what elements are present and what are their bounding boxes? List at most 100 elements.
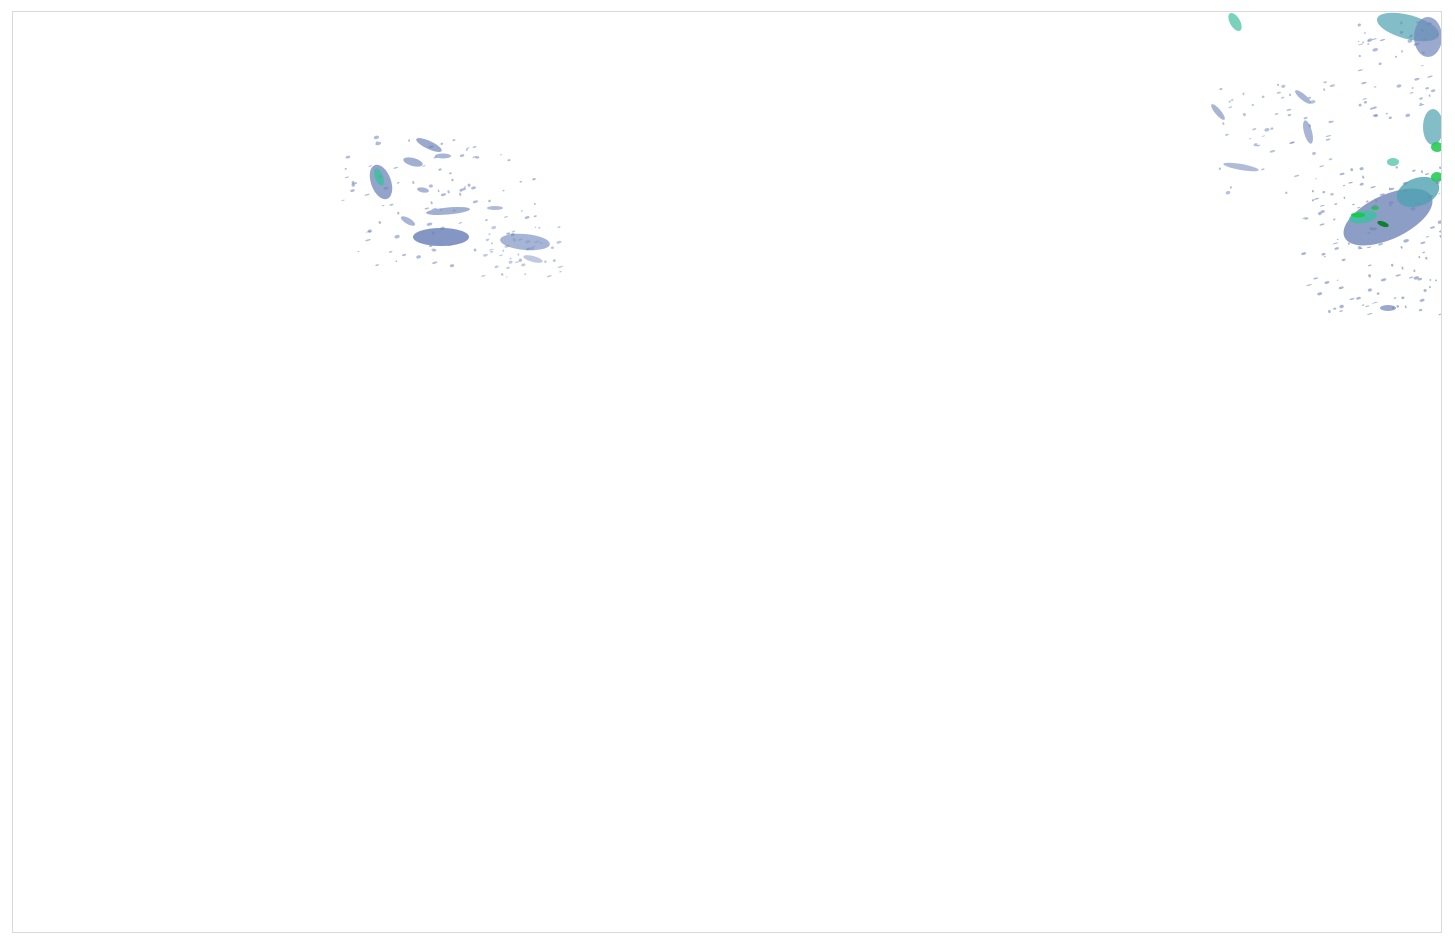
radar-echo-speck xyxy=(1379,38,1386,42)
radar-echo-band xyxy=(1228,12,1242,32)
radar-echo-speck xyxy=(373,135,380,140)
radar-echo-speck xyxy=(1242,92,1245,96)
radar-echo-speck xyxy=(1325,138,1331,141)
radar-echo-speck xyxy=(1329,84,1335,87)
radar-echo-speck xyxy=(1281,96,1285,99)
radar-echo-speck xyxy=(1228,100,1231,103)
radar-echo-speck xyxy=(1365,305,1370,308)
radar-echo-speck xyxy=(521,263,526,267)
radar-echo-speck xyxy=(1252,128,1257,131)
radar-echo-speck xyxy=(499,254,504,257)
radar-echo-speck xyxy=(412,180,415,185)
radar-echo-speck xyxy=(1222,122,1225,125)
radar-echo-speck xyxy=(531,245,537,248)
radar-echo-speck xyxy=(1367,288,1372,292)
radar-echo-speck xyxy=(1414,77,1420,81)
radar-echo-speck xyxy=(1261,95,1265,98)
radar-echo-speck xyxy=(473,248,477,252)
radar-echo-speck xyxy=(431,207,437,210)
radar-echo-speck xyxy=(1293,174,1300,177)
radar-echo-speck xyxy=(345,155,351,159)
radar-echo-speck xyxy=(1352,203,1355,206)
radar-echo-speck xyxy=(1328,120,1334,124)
radar-echo-speck xyxy=(1356,206,1361,209)
radar-echo-speck xyxy=(466,147,470,149)
radar-echo-speck xyxy=(1422,51,1426,54)
radar-echo-speck xyxy=(1359,167,1364,171)
radar-echo-band xyxy=(413,228,469,246)
radar-echo-speck xyxy=(1373,86,1377,88)
radar-echo-speck xyxy=(396,182,400,184)
radar-echo-speck xyxy=(1419,298,1425,302)
radar-echo-speck xyxy=(1429,226,1436,229)
radar-echo-speck xyxy=(1380,278,1387,282)
radar-echo-speck xyxy=(491,226,497,230)
radar-echo-speck xyxy=(550,246,554,250)
radar-echo-speck xyxy=(1421,170,1423,174)
radar-echo-speck xyxy=(1301,252,1307,256)
radar-echo-speck xyxy=(1439,234,1441,238)
radar-echo-speck xyxy=(1390,263,1394,267)
radar-echo-speck xyxy=(1374,199,1378,202)
radar-echo-speck xyxy=(520,210,523,212)
radar-echo-speck xyxy=(1311,190,1314,193)
radar-echo-speck xyxy=(472,146,477,148)
radar-echo-speck xyxy=(459,192,462,196)
radar-echo-speck xyxy=(1334,247,1339,250)
radar-echo-speck xyxy=(505,276,508,278)
radar-echo-speck xyxy=(1336,238,1339,241)
radar-echo-speck xyxy=(1409,92,1414,94)
radar-echo-speck xyxy=(1425,256,1428,260)
radar-echo-speck xyxy=(472,156,478,158)
radar-echo-speck xyxy=(491,242,493,245)
radar-echo-speck xyxy=(1367,264,1372,267)
radar-echo-speck xyxy=(1274,113,1279,115)
radar-echo-speck xyxy=(1430,89,1436,93)
radar-echo-speck xyxy=(1319,165,1325,168)
radar-echo-speck xyxy=(1219,87,1223,91)
radar-echo-band xyxy=(487,206,503,210)
radar-echo-band xyxy=(1423,109,1441,145)
radar-echo-speck xyxy=(1404,305,1407,309)
radar-echo-speck xyxy=(1357,69,1363,72)
radar-echo-speck xyxy=(1427,75,1433,78)
radar-echo-speck xyxy=(530,247,534,251)
radar-echo-speck xyxy=(1388,201,1394,205)
radar-echo-speck xyxy=(1428,286,1431,289)
radar-echo-speck xyxy=(510,232,515,237)
radar-echo-speck xyxy=(433,156,438,159)
radar-echo-speck xyxy=(1253,143,1258,147)
radar-echo-speck xyxy=(1359,182,1364,186)
radar-map-frame[interactable] xyxy=(12,11,1442,933)
radar-echo-speck xyxy=(449,264,455,268)
radar-echo-speck xyxy=(519,180,522,183)
radar-echo-speck xyxy=(538,226,541,229)
radar-echo-speck xyxy=(1429,279,1432,281)
radar-echo-speck xyxy=(503,216,508,218)
radar-echo-speck xyxy=(488,199,491,203)
radar-echo-speck xyxy=(440,142,444,145)
radar-echo-speck xyxy=(1401,296,1405,300)
radar-map[interactable] xyxy=(13,12,1442,933)
radar-echo-speck xyxy=(1372,204,1378,208)
radar-echo-speck xyxy=(1401,50,1403,53)
radar-echo-speck xyxy=(1358,54,1361,58)
radar-echo-speck xyxy=(518,258,522,262)
radar-echo-speck xyxy=(1418,255,1421,259)
radar-echo-speck xyxy=(452,139,456,142)
radar-echo-speck xyxy=(524,216,530,219)
radar-echo-speck xyxy=(494,265,499,269)
radar-echo-speck xyxy=(453,209,456,212)
radar-echo-speck xyxy=(1361,81,1367,85)
radar-echo-speck xyxy=(1396,84,1402,88)
radar-echo-speck xyxy=(1362,98,1367,100)
radar-echo-speck xyxy=(1285,191,1288,194)
radar-echo-speck xyxy=(1439,166,1441,170)
radar-echo-speck xyxy=(1401,266,1404,270)
radar-echo-speck xyxy=(1368,274,1372,278)
radar-echo-speck xyxy=(1417,277,1423,281)
radar-echo-speck xyxy=(1418,308,1423,312)
radar-echo-speck xyxy=(488,233,491,236)
radar-echo-speck xyxy=(1395,55,1398,58)
radar-echo-band xyxy=(416,138,442,152)
